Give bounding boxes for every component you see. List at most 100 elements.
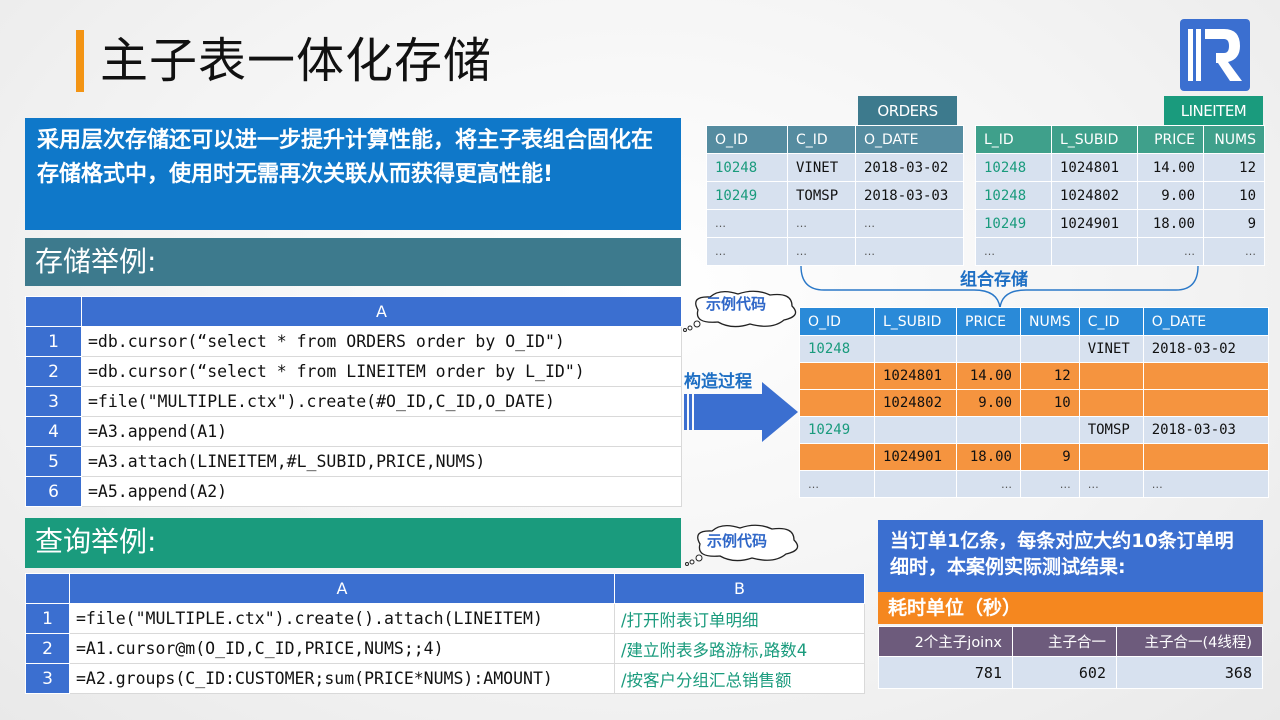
storage-code-table: A 1=db.cursor(“select * from ORDERS orde… [25, 296, 682, 507]
cell: … [706, 209, 788, 238]
column-header: C_ID [787, 125, 856, 154]
cell: 1024802 [1051, 181, 1138, 210]
intro-text: 采用层次存储还可以进一步提升计算性能，将主子表组合固化在存储格式中，使用时无需再… [25, 118, 681, 230]
code-cell[interactable]: =A3.append(A1) [81, 416, 682, 447]
code-cell[interactable]: =file("MULTIPLE.ctx").create(#O_ID,C_ID,… [81, 386, 682, 417]
comment-cell[interactable]: /打开附表订单明细 [614, 603, 865, 634]
combined-storage-label: 组合存储 [960, 270, 1028, 290]
cell: 10249 [975, 209, 1052, 238]
thought-bubble-icon [683, 290, 797, 332]
column-header: NUMS [1020, 307, 1080, 336]
result-value: 602 [1012, 656, 1117, 689]
cell: … [1203, 237, 1265, 266]
cell [1020, 416, 1080, 444]
row-number: 1 [25, 603, 70, 634]
code-cell[interactable]: =A3.attach(LINEITEM,#L_SUBID,PRICE,NUMS) [81, 446, 682, 477]
cell: 9.00 [956, 389, 1021, 417]
combined-storage-table: O_ID L_SUBID PRICE NUMS C_ID O_DATE 1024… [799, 307, 1269, 498]
code-cell[interactable]: =file("MULTIPLE.ctx").create().attach(LI… [69, 603, 615, 634]
cell [799, 443, 875, 471]
cell: 12 [1020, 362, 1080, 390]
cell: … [1020, 470, 1080, 498]
code-cell[interactable]: =A2.groups(C_ID:CUSTOMER;sum(PRICE*NUMS)… [69, 663, 615, 694]
cell [1078, 362, 1144, 390]
cell: 18.00 [956, 443, 1021, 471]
row-number: 1 [25, 326, 82, 357]
cell: … [1078, 470, 1144, 498]
column-header: L_SUBID [1051, 125, 1138, 154]
code-row: 4=A3.append(A1) [25, 416, 682, 447]
column-a-header: A [69, 573, 615, 604]
code-cell[interactable]: =db.cursor(“select * from ORDERS order b… [81, 326, 682, 357]
cell: TOMSP [1078, 416, 1144, 444]
cell: 1024801 [874, 362, 957, 390]
cell: 9 [1020, 443, 1080, 471]
cell: … [855, 209, 964, 238]
cell: 1024801 [1051, 153, 1138, 182]
cell: 2018-03-02 [1142, 335, 1269, 363]
column-header: O_ID [799, 307, 875, 336]
cell: VINET [1078, 335, 1144, 363]
storage-example-heading: 存储举例: [25, 238, 681, 286]
cell [1078, 389, 1144, 417]
code-cell[interactable]: =A1.cursor@m(O_ID,C_ID,PRICE,NUMS;;4) [69, 633, 615, 664]
column-header: 主子合一(4线程) [1116, 626, 1263, 657]
cell: … [1137, 237, 1204, 266]
time-unit-label: 耗时单位（秒） [878, 592, 1263, 624]
cell: 10248 [706, 153, 788, 182]
table-row: ……… [706, 209, 964, 238]
cell [799, 362, 875, 390]
cell: … [956, 470, 1021, 498]
cell: … [975, 237, 1052, 266]
cell: 10249 [799, 416, 875, 444]
code-row: 3=file("MULTIPLE.ctx").create(#O_ID,C_ID… [25, 386, 682, 417]
cell: 10 [1020, 389, 1080, 417]
cell: 10248 [799, 335, 875, 363]
build-process-label: 构造过程 [684, 372, 752, 392]
cell: 2018-03-02 [855, 153, 964, 182]
cell [874, 335, 957, 363]
cell [1051, 237, 1138, 266]
code-row: 3=A2.groups(C_ID:CUSTOMER;sum(PRICE*NUMS… [25, 663, 865, 694]
column-header: O_DATE [1142, 307, 1269, 336]
code-cell[interactable]: =A5.append(A2) [81, 476, 682, 507]
comment-cell[interactable]: /建立附表多路游标,路数4 [614, 633, 865, 664]
page-title: 主子表一体化存储 [100, 33, 493, 89]
column-header: L_SUBID [874, 307, 957, 336]
cell: 2018-03-03 [855, 181, 964, 210]
arrow-right-icon [684, 382, 798, 442]
column-header: O_ID [706, 125, 788, 154]
cell: … [1142, 470, 1269, 498]
cell: 10249 [706, 181, 788, 210]
cell: … [787, 209, 856, 238]
cell: 1024901 [1051, 209, 1138, 238]
comment-cell[interactable]: /按客户分组汇总销售额 [614, 663, 865, 694]
code-row: 2=A1.cursor@m(O_ID,C_ID,PRICE,NUMS;;4)/建… [25, 633, 865, 664]
column-header: PRICE [956, 307, 1021, 336]
cell [874, 470, 957, 498]
column-header: 2个主子joinx [878, 626, 1013, 657]
code-cell[interactable]: =db.cursor(“select * from LINEITEM order… [81, 356, 682, 387]
row-number-header [25, 296, 82, 327]
row-number: 6 [25, 476, 82, 507]
cell: … [855, 237, 964, 266]
cell: 10248 [975, 153, 1052, 182]
table-row: ……… [975, 237, 1265, 266]
cell [1142, 362, 1269, 390]
row-number: 2 [25, 633, 70, 664]
benchmark-result-table: 2个主子joinx 主子合一 主子合一(4线程) 781 602 368 [878, 626, 1263, 689]
cell: 10 [1203, 181, 1265, 210]
row-number: 4 [25, 416, 82, 447]
column-header: O_DATE [855, 125, 964, 154]
result-value: 368 [1116, 656, 1263, 689]
r-logo-icon [1180, 19, 1250, 91]
sample-code-label: 示例代码 [707, 532, 768, 550]
code-row: 2=db.cursor(“select * from LINEITEM orde… [25, 356, 682, 387]
code-row: 5=A3.attach(LINEITEM,#L_SUBID,PRICE,NUMS… [25, 446, 682, 477]
title-accent-bar [76, 30, 84, 92]
column-header: C_ID [1078, 307, 1144, 336]
column-header: L_ID [975, 125, 1052, 154]
